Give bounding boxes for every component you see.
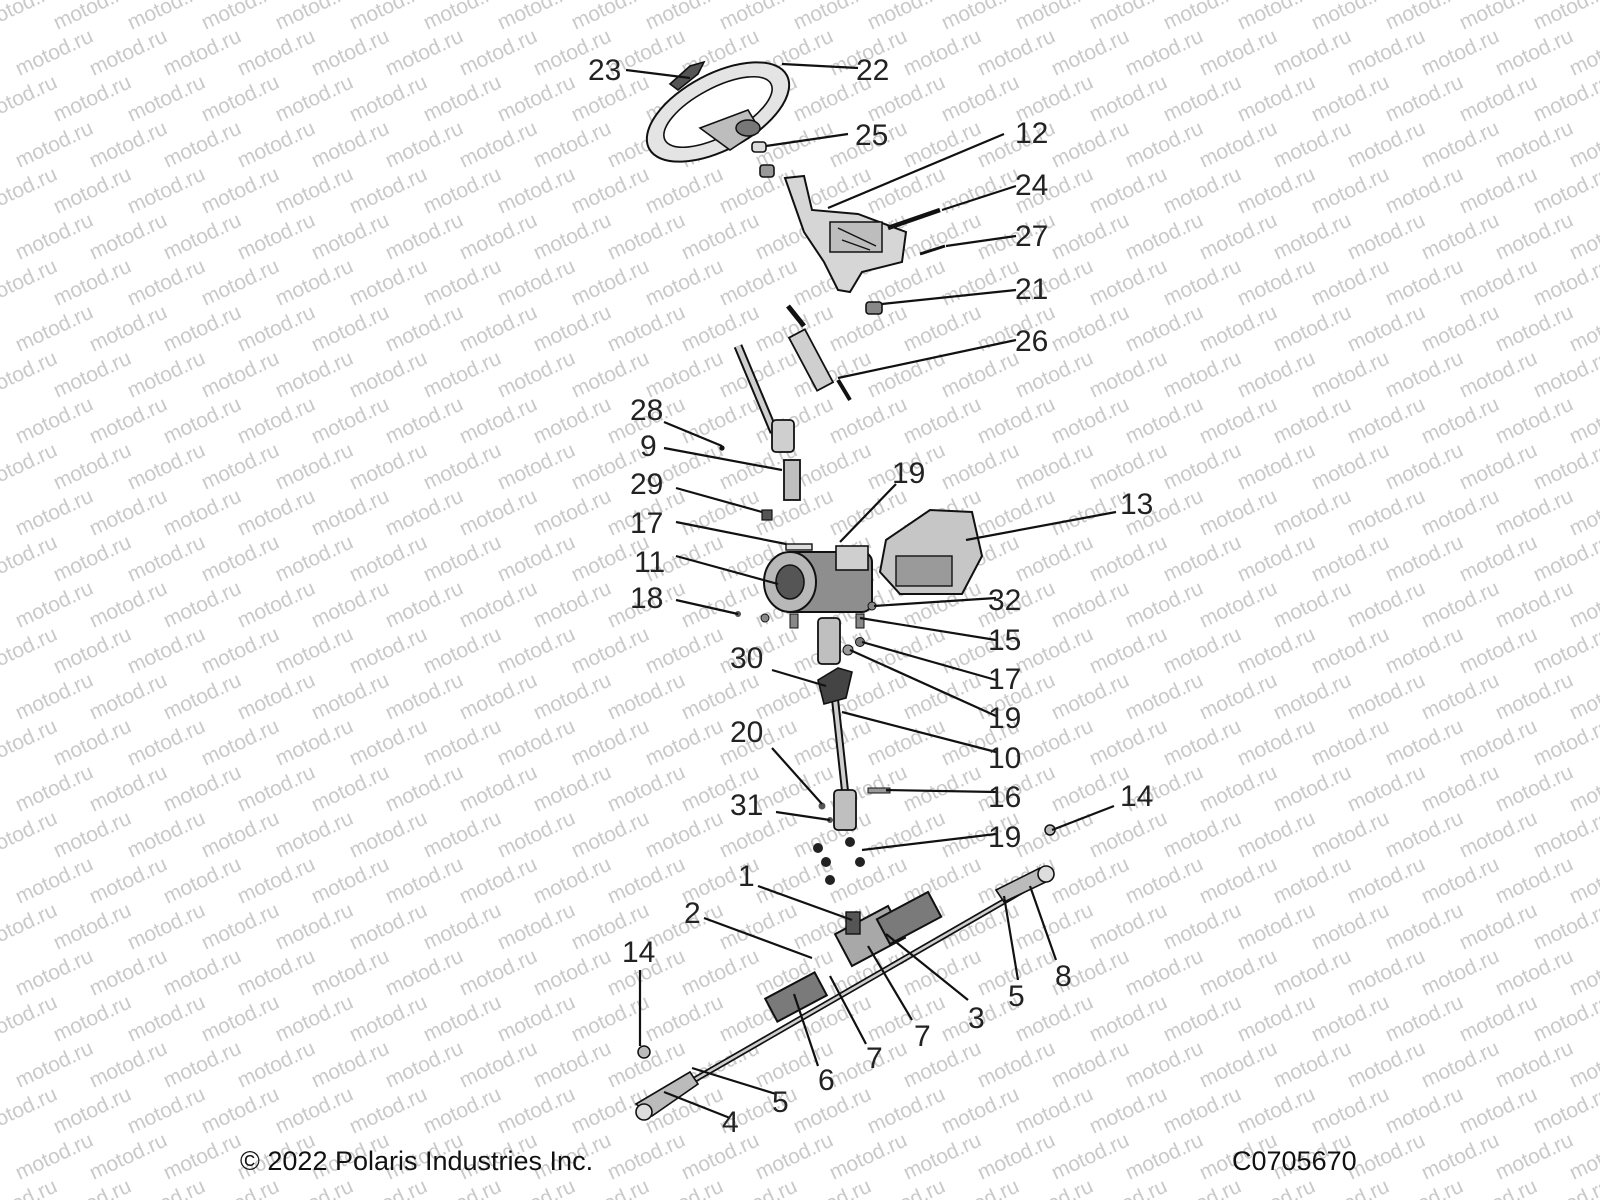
steering-rack [640, 873, 1050, 1113]
callout-19-top: 19 [892, 457, 925, 490]
callout-30: 30 [730, 642, 763, 675]
tilt-bracket [783, 174, 908, 294]
callout-5-right: 5 [1008, 980, 1025, 1013]
callout-13: 13 [1120, 488, 1153, 521]
callout-19-mid: 19 [988, 702, 1021, 735]
eps-cover [878, 508, 984, 595]
nut-19-lower [842, 644, 854, 656]
diagram-code: C0705670 [1232, 1146, 1357, 1176]
callout-15: 15 [988, 624, 1021, 657]
bolt-15 [855, 613, 865, 629]
callout-20: 20 [730, 716, 763, 749]
callout-11: 11 [634, 546, 665, 579]
pin-27 [919, 244, 946, 256]
callout-10: 10 [988, 742, 1021, 775]
mount-grommets [813, 837, 865, 885]
callout-22: 22 [856, 54, 889, 87]
callout-16: 16 [988, 781, 1021, 814]
callout-31: 31 [730, 789, 763, 822]
power-steering-unit [763, 545, 873, 613]
clip-28 [719, 445, 725, 451]
callout-14-right: 14 [1120, 780, 1153, 813]
callout-6: 6 [818, 1064, 835, 1097]
bolt-24 [887, 207, 941, 231]
nut-14-left [637, 1045, 651, 1059]
callout-numbers: 23 22 25 12 24 27 21 26 28 9 29 19 13 17… [588, 54, 1153, 1139]
bushing-upper [759, 164, 775, 178]
callout-27: 27 [1015, 220, 1048, 253]
bolt-20 [818, 802, 826, 810]
washer [760, 613, 770, 623]
callout-25: 25 [855, 119, 888, 152]
callout-18: 18 [630, 582, 663, 615]
bolt-17-upper [785, 543, 813, 551]
nut-29 [761, 509, 773, 521]
callout-1: 1 [738, 860, 755, 893]
leader-lines [625, 62, 1117, 1120]
callout-8: 8 [1055, 960, 1072, 993]
callout-24: 24 [1015, 169, 1048, 202]
callout-23: 23 [588, 54, 621, 87]
bolt-mount [789, 613, 799, 629]
callout-7-right: 7 [914, 1020, 931, 1053]
callout-7-left: 7 [866, 1042, 883, 1075]
callout-2: 2 [684, 897, 701, 930]
callout-19-low: 19 [988, 821, 1021, 854]
wheel-cap [668, 60, 706, 92]
upper-steering-shaft [733, 344, 801, 501]
callout-17-top: 17 [630, 507, 663, 540]
callout-14-left: 14 [622, 936, 655, 969]
callout-29: 29 [630, 468, 663, 501]
callout-12: 12 [1015, 117, 1048, 150]
callout-21: 21 [1015, 273, 1048, 306]
tie-rod-end-left [634, 1070, 700, 1121]
steering-wheel [645, 61, 791, 163]
callout-28: 28 [630, 394, 663, 427]
copyright-text: © 2022 Polaris Industries Inc. [240, 1146, 594, 1176]
callout-9: 9 [640, 430, 657, 463]
callout-3: 3 [968, 1002, 985, 1035]
seal-30 [817, 667, 853, 705]
callout-32: 32 [988, 584, 1021, 617]
intermediate-shaft [817, 617, 857, 831]
callout-5-left: 5 [772, 1086, 789, 1119]
callout-4: 4 [722, 1106, 739, 1139]
gas-strut [786, 304, 852, 402]
nut-25 [751, 141, 767, 153]
nut-21 [865, 301, 883, 315]
callout-26: 26 [1015, 325, 1048, 358]
tie-rod-end-right [994, 865, 1055, 904]
callout-17-mid: 17 [988, 663, 1021, 696]
